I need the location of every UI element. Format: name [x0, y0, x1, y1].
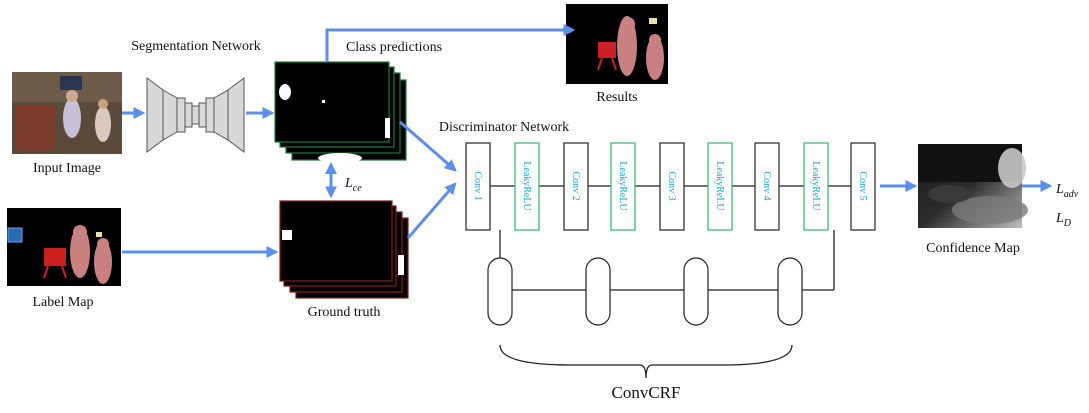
convcrf-unit-4 — [777, 257, 803, 326]
layer-label-leakyrelu-1: LeakyReLU — [521, 161, 532, 211]
confidence-map-label: Confidence Map — [926, 241, 1020, 256]
convcrf-unit-2 — [585, 257, 611, 326]
layer-label-leakyrelu-3: LeakyReLU — [714, 161, 725, 211]
discriminator-network: Conv 1 LeakyReLU Conv 2 LeakyReLU Conv 3… — [465, 142, 876, 231]
segmentation-network-label: Segmentation Network — [131, 39, 260, 54]
layer-conv-3 — [659, 142, 685, 231]
layer-conv-2 — [563, 142, 589, 231]
layer-leakyrelu-4 — [803, 142, 829, 231]
confidence-map-thumbnail — [918, 144, 1028, 228]
layer-label-conv-1: Conv 1 — [472, 171, 483, 200]
layer-label-conv-5: Conv 5 — [857, 171, 868, 200]
results-label: Results — [596, 90, 637, 105]
input-image-label: Input Image — [33, 161, 101, 176]
convcrf-unit-3 — [683, 257, 709, 326]
convcrf-label: ConvCRF — [612, 383, 681, 402]
layer-label-leakyrelu-2: LeakyReLU — [617, 161, 628, 211]
label-map-thumbnail — [7, 208, 121, 286]
class-predictions-stack — [274, 61, 407, 163]
results-thumbnail — [566, 4, 668, 84]
loss-ce-label: Lce — [344, 176, 362, 194]
layer-label-leakyrelu-4: LeakyReLU — [810, 161, 821, 211]
layer-leakyrelu-3 — [707, 142, 733, 231]
ground-truth-label: Ground truth — [308, 305, 381, 320]
layer-conv-5 — [850, 142, 876, 231]
groundtruth-to-discriminator-arrow — [406, 182, 457, 239]
predictions-to-results-arrow — [325, 24, 576, 62]
predictions-to-discriminator-arrow — [399, 120, 457, 172]
label-map-label: Label Map — [32, 295, 93, 310]
layer-conv-1 — [465, 142, 491, 231]
layer-label-conv-2: Conv 2 — [570, 171, 581, 200]
input-image-thumbnail — [12, 72, 122, 154]
ground-truth-stack — [279, 200, 409, 299]
layer-leakyrelu-2 — [610, 142, 636, 231]
loss-adv-label: Ladv — [1055, 182, 1079, 200]
discriminator-network-label: Discriminator Network — [439, 120, 569, 135]
class-predictions-label: Class predictions — [346, 40, 442, 55]
convcrf-branch — [487, 230, 835, 379]
layer-label-conv-4: Conv 4 — [761, 171, 772, 200]
convcrf-unit-1 — [487, 257, 513, 326]
layer-leakyrelu-1 — [514, 142, 540, 231]
layer-conv-4 — [754, 142, 780, 231]
layer-label-conv-3: Conv 3 — [666, 171, 677, 200]
convcrf-brace — [499, 344, 793, 379]
segmentation-network-icon — [146, 77, 245, 153]
loss-d-label: LD — [1055, 211, 1072, 229]
